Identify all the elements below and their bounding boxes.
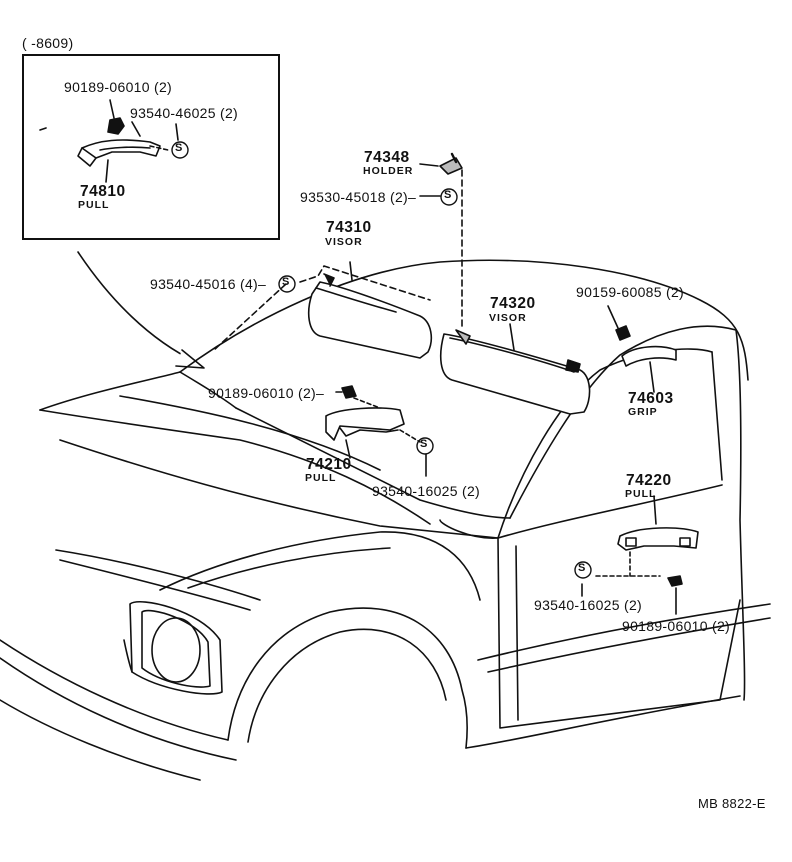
front-pull-cap-label: 93540-16025 (2) — [372, 483, 481, 499]
visor-left-name: VISOR — [325, 236, 363, 248]
holder-name: HOLDER — [363, 165, 414, 177]
standard-part-marker-inset — [171, 141, 189, 159]
inset-date-range: ( -8609) — [22, 35, 74, 51]
standard-part-symbol: S — [444, 189, 452, 201]
door-pull-part — [581, 495, 699, 615]
visor-right-name: VISOR — [489, 312, 527, 324]
standard-part-symbol: S — [282, 276, 290, 288]
grip-part — [607, 305, 677, 393]
inset-screw-label: 90189-06010 (2) — [64, 79, 173, 95]
door-pull-number: 74220 — [626, 472, 672, 489]
standard-part-symbol: S — [175, 142, 183, 154]
holder-part — [419, 152, 463, 331]
inset-detail-box — [22, 54, 280, 240]
visor-left-number: 74310 — [326, 219, 372, 236]
inset-pull-name: PULL — [78, 199, 110, 211]
diagram-code: MB 8822-E — [698, 796, 766, 811]
standard-part-marker-holder — [440, 188, 458, 206]
inset-pull-number: 74810 — [80, 183, 126, 200]
standard-part-marker-visor — [278, 275, 296, 293]
standard-part-symbol: S — [578, 562, 586, 574]
front-pull-number: 74210 — [306, 456, 352, 473]
cab-outline — [0, 259, 771, 781]
visor-left-part — [213, 261, 433, 359]
grip-screw-label: 90159-60085 (2) — [576, 284, 685, 300]
grip-name: GRIP — [628, 406, 658, 418]
standard-part-symbol: S — [420, 438, 428, 450]
visor-right-part — [439, 323, 591, 415]
front-pull-screw-label: 90189-06010 (2)– — [208, 385, 325, 401]
inset-cap-label: 93540-46025 (2) — [130, 105, 239, 121]
grip-number: 74603 — [628, 390, 674, 407]
holder-screw-label: 93530-45018 (2)– — [300, 189, 417, 205]
standard-part-marker-door-pull — [574, 561, 592, 579]
holder-number: 74348 — [364, 149, 410, 166]
visor-right-number: 74320 — [490, 295, 536, 312]
front-pull-part — [325, 385, 427, 477]
door-pull-name: PULL — [625, 488, 657, 500]
inset-parts — [39, 99, 179, 183]
standard-part-markers — [171, 141, 592, 579]
inset-pointer-arrow — [77, 251, 205, 369]
front-pull-name: PULL — [305, 472, 337, 484]
visor-screw-label: 93540-45016 (4)– — [150, 276, 267, 292]
standard-part-marker-front-pull — [416, 437, 434, 455]
door-pull-cap-label: 93540-16025 (2) — [534, 597, 643, 613]
door-pull-screw-label: 90189-06010 (2) — [622, 618, 731, 634]
